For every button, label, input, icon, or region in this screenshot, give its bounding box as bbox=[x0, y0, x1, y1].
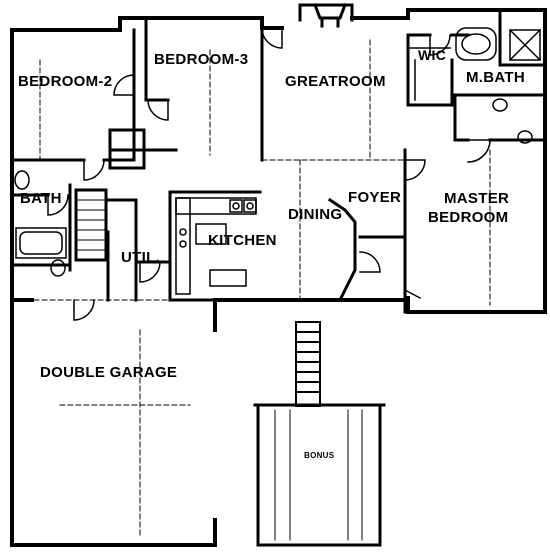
room-label-foyer: FOYER bbox=[348, 189, 402, 206]
bath-fixtures bbox=[14, 27, 542, 277]
room-label-bath: BATH bbox=[20, 190, 62, 207]
interior-walls bbox=[10, 8, 547, 332]
fireplace bbox=[298, 3, 354, 28]
room-label-bonus: BONUS bbox=[304, 451, 335, 460]
room-label-master-line2: BEDROOM bbox=[428, 209, 509, 226]
room-label-greatroom: GREATROOM bbox=[285, 73, 386, 90]
exterior-walls bbox=[10, 8, 547, 547]
bonus-room bbox=[253, 403, 386, 547]
room-label-wic: WIC bbox=[418, 47, 447, 63]
room-label-master-line1: MASTER bbox=[444, 190, 510, 207]
stairs-bonus bbox=[295, 321, 321, 407]
room-label-bedroom3: BEDROOM-3 bbox=[154, 51, 249, 68]
ceiling-lines bbox=[17, 39, 491, 536]
room-label-kitchen: KITCHEN bbox=[208, 232, 277, 249]
room-label-bedroom2: BEDROOM-2 bbox=[18, 73, 113, 90]
kitchen-fixtures bbox=[175, 197, 257, 295]
doors bbox=[47, 27, 491, 321]
room-label-mbath: M.BATH bbox=[466, 69, 526, 86]
room-label-util: UTIL. bbox=[121, 249, 160, 266]
room-label-garage: DOUBLE GARAGE bbox=[40, 364, 178, 381]
bonus-room-slopes bbox=[274, 409, 363, 541]
stairs-main bbox=[75, 199, 107, 251]
room-label-dining: DINING bbox=[288, 206, 343, 223]
